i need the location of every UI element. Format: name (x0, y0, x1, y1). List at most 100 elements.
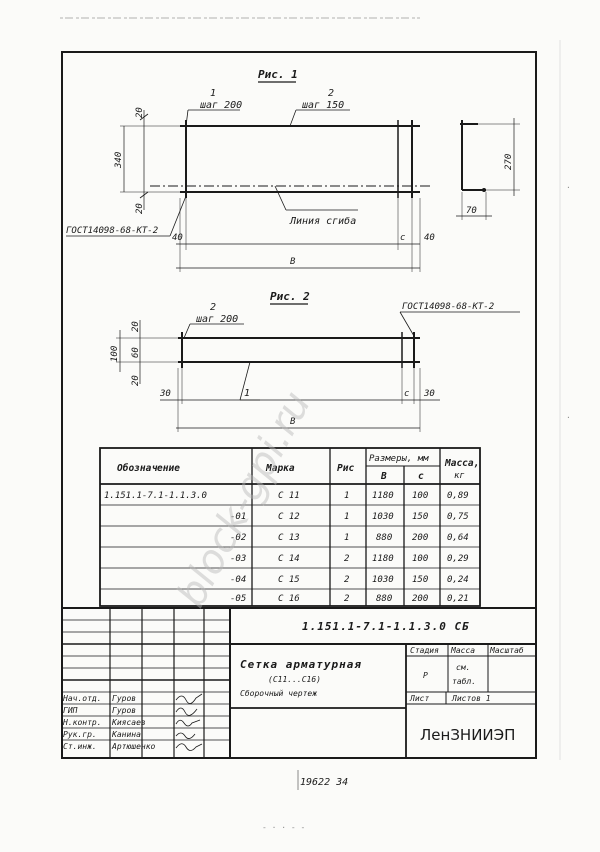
mass-value-1: см. (456, 663, 470, 672)
table-cell-designation: -04 (230, 575, 246, 585)
fig1-label-2: 2 (328, 88, 334, 99)
table-row: -01 С 12 1 1030 150 0,75 (230, 512, 469, 522)
fig1-dim-b: В (290, 257, 296, 267)
fig2-dim-top: 20 (131, 321, 141, 332)
doc-name-line1: Сетка арматурная (240, 658, 362, 671)
title-block: 1.151.1-7.1-1.1.3.0 СБ Сетка арматурная … (61, 607, 537, 759)
signature (175, 693, 203, 704)
fig1-dim-left: 40 (172, 233, 183, 243)
table-cell-c: 150 (412, 575, 428, 585)
staff-name: Гуров (112, 694, 136, 703)
mass-value-2: табл. (452, 676, 476, 686)
fig2-label-1: 1 (244, 388, 250, 399)
fig2-dim-bottom: 20 (131, 375, 141, 386)
table-cell-mass: 0,64 (447, 533, 469, 543)
fig2-label-2: 2 (210, 302, 216, 313)
fig2-gost-leader (399, 311, 415, 337)
table-cell-mark: С 12 (278, 512, 300, 522)
fig1-leader-2b (289, 109, 297, 127)
table-row: 1.151.1-7.1-1.1.3.0 С 11 1 1180 100 0,89 (104, 491, 469, 501)
table-cell-designation: -02 (230, 533, 246, 543)
staff-name: Гуров (112, 706, 136, 715)
table-header-designation: Обозначение (117, 463, 180, 474)
fig2-title: Рис. 2 (270, 290, 310, 303)
table-cell-c: 200 (412, 533, 428, 543)
table-cell-designation: -01 (230, 512, 246, 522)
fig1-gost: ГОСТ14098-68-КТ-2 (66, 226, 158, 236)
stage-value: Р (423, 671, 428, 680)
table-cell-mass: 0,21 (447, 594, 469, 604)
table-cell-b: 1180 (372, 554, 394, 564)
table-cell-mass: 0,24 (447, 575, 469, 585)
sheets-label: Листов 1 (451, 694, 491, 703)
fig1-side-width: 70 (466, 206, 477, 216)
table-cell-c: 100 (412, 554, 428, 564)
staff-role: Ст.инж. (63, 742, 97, 751)
table-cell-b: 880 (376, 594, 392, 604)
table-cell-designation: 1.151.1-7.1-1.1.3.0 (104, 491, 207, 501)
figure-2: Рис. 2 2 шаг 200 1 ГОСТ14098-68-КТ-2 20 … (110, 290, 520, 432)
table-cell-mark: С 11 (278, 491, 300, 501)
table-cell-c: 100 (412, 491, 428, 501)
doc-name-line3: Сборочный чертеж (240, 688, 317, 698)
table-cell-mark: С 13 (278, 533, 300, 543)
fig2-leader-1 (239, 361, 251, 401)
signature (175, 732, 196, 739)
stage-header: Стадия (410, 646, 439, 655)
table-header-mark: Марка (265, 463, 295, 474)
table-cell-fig: 1 (344, 512, 349, 522)
scan-artifact: · (566, 413, 571, 422)
table-header-b: В (380, 471, 387, 482)
fig1-dim-c: с (400, 233, 405, 243)
table-cell-mark: С 15 (278, 575, 300, 585)
staff-name: Киясаев (111, 718, 146, 727)
scale-header: Масштаб (489, 645, 524, 655)
fig2-dim-mid: 60 (131, 347, 141, 358)
table-header-mass-unit: кг (454, 471, 465, 481)
fig1-title: Рис. 1 (258, 68, 298, 81)
staff-role: Н.контр. (62, 718, 102, 727)
figure-1: Рис. 1 1 шаг 200 2 шаг 150 Линия сгиба Г… (66, 68, 520, 272)
fig2-step: шаг 200 (196, 314, 238, 325)
mass-header: Масса (450, 646, 475, 655)
fig1-leader-bend (274, 185, 287, 211)
fig1-side-node (482, 188, 486, 192)
fig1-label-1: 1 (210, 88, 216, 99)
inventory-number: 19622 34 (300, 777, 348, 788)
signature (175, 719, 201, 727)
table-header-sizes: Размеры, мм (369, 454, 429, 464)
fig1-step-1: шаг 200 (200, 100, 242, 111)
table-cell-fig: 1 (344, 491, 349, 501)
staff-name: Канина (111, 730, 141, 739)
table-header-c: с (418, 471, 424, 482)
table-cell-fig: 2 (344, 594, 349, 604)
table-cell-b: 880 (376, 533, 392, 543)
fig2-dim-left: 30 (159, 389, 171, 399)
table-cell-mark: С 14 (278, 554, 300, 564)
fig2-dim-right: 30 (423, 389, 435, 399)
table-cell-b: 1030 (372, 575, 394, 585)
fig1-bend-label: Линия сгиба (289, 215, 356, 227)
table-row: -02 С 13 1 880 200 0,64 (230, 533, 469, 543)
signature (175, 743, 203, 751)
fig1-dim-height: 340 (114, 152, 124, 169)
doc-code: 1.151.1-7.1-1.1.3.0 СБ (302, 620, 470, 633)
fig1-leader-1b (185, 109, 189, 127)
table-header-mass: Масса, (444, 458, 479, 469)
table-cell-mark: С 16 (278, 594, 300, 604)
table-cell-mass: 0,89 (447, 491, 469, 501)
staff-role: Рук.гр. (63, 730, 97, 739)
fig2-dim-height: 100 (110, 346, 120, 362)
doc-name-line2: (С11...С16) (268, 675, 321, 684)
sheet-label: Лист (409, 694, 429, 703)
staff-role: ГИП (63, 706, 78, 715)
fig2-dim-b: В (290, 417, 296, 427)
table-cell-mass: 0,29 (447, 554, 469, 564)
fig1-side-height: 270 (504, 154, 514, 170)
fig2-gost: ГОСТ14098-68-КТ-2 (402, 302, 494, 312)
table-cell-b: 1030 (372, 512, 394, 522)
table-cell-designation: -05 (230, 594, 246, 604)
table-cell-fig: 2 (344, 554, 349, 564)
staff-name: Артюшенко (111, 742, 156, 751)
